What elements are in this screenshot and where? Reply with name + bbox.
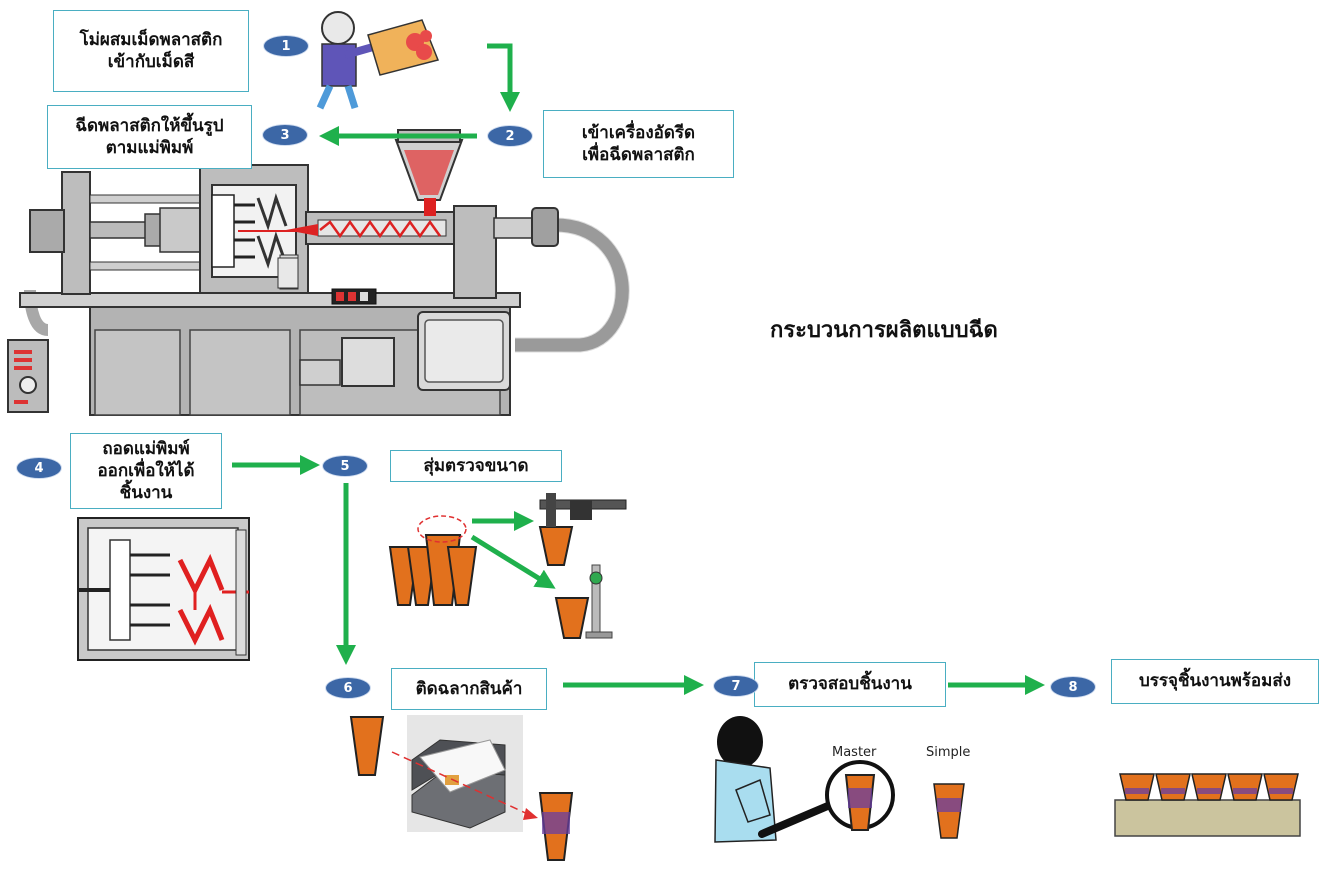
step-4-box: ถอดแม่พิมพ์ ออกเพื่อให้ได้ ชิ้นงาน [70, 433, 222, 509]
step-6-box: ติดฉลากสินค้า [391, 668, 547, 710]
step-7-box: ตรวจสอบชิ้นงาน [754, 662, 946, 707]
step-3-box: ฉีดพลาสติกให้ขึ้นรูป ตามแม่พิมพ์ [47, 105, 252, 169]
step-4-badge: 4 [16, 457, 62, 479]
arrow-sample-to-gauge [470, 534, 556, 589]
step-3-badge: 3 [262, 124, 308, 146]
step-2-badge: 2 [487, 125, 533, 147]
inspection-illustration [714, 716, 965, 843]
step-1-badge: 1 [263, 35, 309, 57]
step-5-box: สุ่มตรวจขนาด [390, 450, 562, 482]
step-8-badge: 8 [1050, 676, 1096, 698]
packing-illustration [1114, 773, 1301, 837]
random-check-illustration [388, 493, 627, 639]
arrow-1-to-2 [487, 43, 520, 112]
step-8-box: บรรจุชิ้นงานพร้อมส่ง [1111, 659, 1319, 704]
worker-pouring-pellets [316, 11, 440, 110]
flow-arrows [232, 43, 1045, 695]
step-6-badge: 6 [325, 677, 371, 699]
step-7-badge: 7 [713, 675, 759, 697]
step-2-box: เข้าเครื่องอัดรีด เพื่อฉีดพลาสติก [543, 110, 734, 178]
injection-machine [7, 129, 630, 416]
step-1-box: โม่ผสมเม็ดพลาสติก เข้ากับเม็ดสี [53, 10, 249, 92]
step-5-badge: 5 [322, 455, 368, 477]
diagram-title: กระบวนการผลิตแบบฉีด [770, 318, 998, 343]
labelling-illustration [349, 715, 574, 861]
mould-closeup [77, 517, 250, 661]
sample-label: Simple [926, 745, 971, 760]
master-label: Master [832, 745, 877, 760]
